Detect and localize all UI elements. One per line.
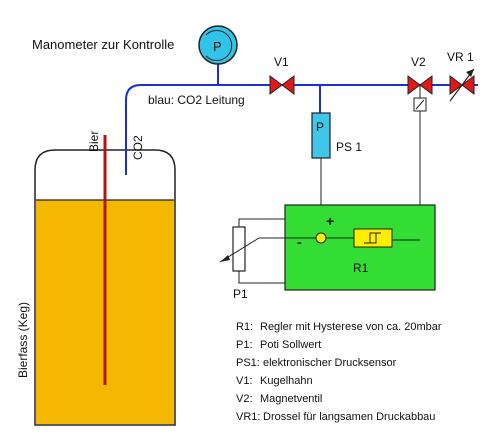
valve-vr1 xyxy=(449,68,475,102)
legend-key-v2: V2: xyxy=(236,393,253,405)
manometer-symbol: P xyxy=(213,39,222,54)
plus-sign: + xyxy=(326,213,334,229)
pot-wiper-arrow xyxy=(220,255,230,262)
v2-label: V2 xyxy=(411,55,426,69)
keg-label: Bierfass (Keg) xyxy=(16,302,30,378)
vr1-label: VR 1 xyxy=(447,50,474,64)
potentiometer-p1 xyxy=(232,226,246,272)
co2-pipe xyxy=(125,84,478,175)
legend-key-vr1: VR1: xyxy=(236,411,260,423)
valve-v2 xyxy=(407,75,433,112)
legend-text-r1: Regler mit Hysterese von ca. 20mbar xyxy=(260,321,442,333)
sensor-symbol: P xyxy=(316,120,324,134)
legend: R1: Regler mit Hysterese von ca. 20mbar … xyxy=(236,321,442,423)
legend-key-r1: R1: xyxy=(236,321,253,333)
pot-wire xyxy=(238,218,316,284)
r1-label: R1 xyxy=(353,261,369,275)
co2-label: CO2 xyxy=(131,135,145,160)
legend-text-vr1: Drossel für langsamen Druckabbau xyxy=(263,411,435,423)
summing-junction xyxy=(315,232,327,244)
hysteresis-symbol xyxy=(364,232,381,244)
manometer-gauge: P xyxy=(198,25,238,65)
legend-key-ps1: PS1: xyxy=(236,357,260,369)
p1-label: P1 xyxy=(233,287,248,301)
hysteresis-block xyxy=(353,228,393,248)
legend-text-ps1: elektronischer Drucksensor xyxy=(263,357,397,369)
minus-sign: - xyxy=(297,234,302,250)
bier-label: Bier xyxy=(87,131,101,152)
v1-label: V1 xyxy=(274,55,289,69)
co2-line-label: blau: CO2 Leitung xyxy=(148,93,245,107)
valve-v1 xyxy=(269,75,295,95)
manometer-label: Manometer zur Kontrolle xyxy=(32,37,174,52)
legend-text-p1: Poti Sollwert xyxy=(260,339,321,351)
legend-key-v1: V1: xyxy=(236,375,253,387)
legend-key-p1: P1: xyxy=(236,339,253,351)
ps1-label: PS 1 xyxy=(336,140,362,154)
legend-text-v1: Kugelhahn xyxy=(260,375,313,387)
legend-text-v2: Magnetventil xyxy=(260,393,322,405)
